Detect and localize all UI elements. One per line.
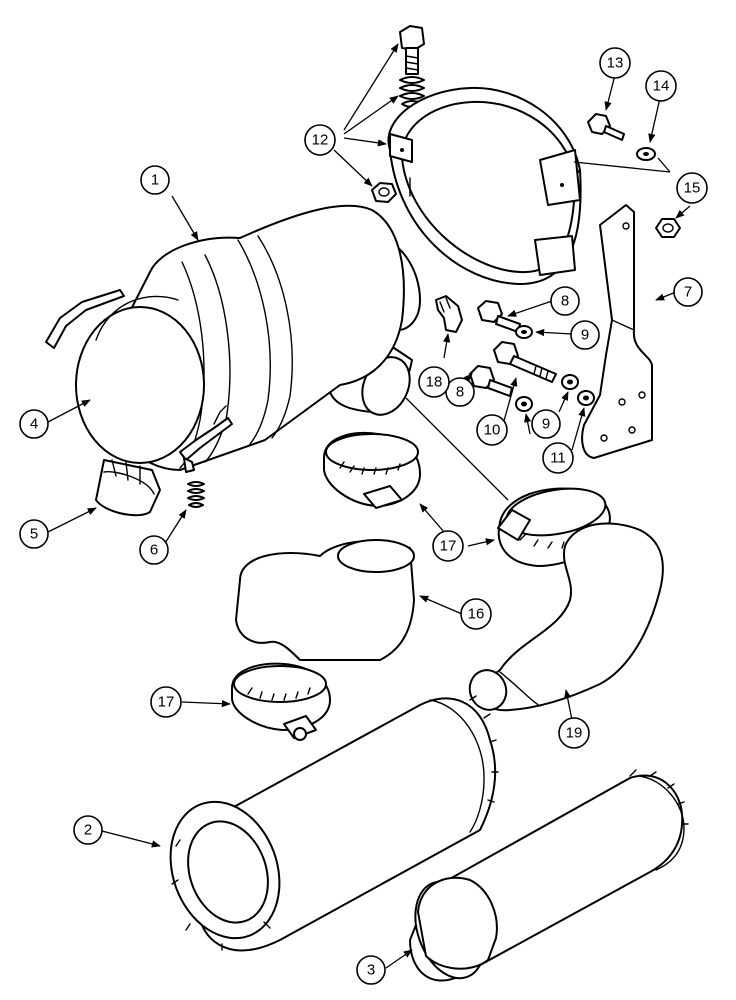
callout-10: 10: [476, 414, 508, 446]
callout-6: 6: [139, 535, 169, 565]
svg-text:8: 8: [456, 384, 464, 401]
nut-part-12: [371, 182, 397, 203]
callout-19: 19: [558, 717, 590, 749]
callout-9-upper: 9: [570, 320, 600, 350]
svg-text:14: 14: [653, 78, 670, 95]
svg-text:18: 18: [426, 374, 443, 391]
svg-text:5: 5: [30, 526, 38, 543]
elbow-hose-part-16: [235, 539, 415, 661]
leader-lines: [47, 43, 691, 969]
callout-5: 5: [19, 519, 49, 549]
callout-8-lower: 8: [445, 377, 475, 407]
spring-part-6: [187, 481, 205, 508]
svg-text:17: 17: [158, 694, 175, 711]
inner-filter-part-3: [409, 769, 689, 982]
svg-text:9: 9: [542, 416, 550, 433]
svg-text:16: 16: [468, 606, 485, 623]
bolt-part-8-upper: [477, 300, 521, 333]
air-cleaner-housing-part-1: [45, 204, 421, 473]
svg-text:2: 2: [84, 822, 92, 839]
screw-part-13: [587, 113, 625, 141]
bolt-part-12: [399, 25, 425, 75]
svg-text:17: 17: [440, 538, 457, 555]
callout-3: 3: [356, 955, 386, 985]
callout-12: 12: [304, 124, 336, 156]
washers-part-9: [515, 325, 579, 412]
callout-13: 13: [599, 47, 631, 79]
washer-part-11: [577, 390, 595, 406]
callout-9-lower: 9: [531, 409, 561, 439]
svg-text:12: 12: [312, 132, 329, 149]
curved-hose-part-19: [468, 522, 664, 712]
svg-text:19: 19: [566, 725, 583, 742]
callout-16: 16: [460, 598, 492, 630]
callout-labels: 1 2 3 4 5 6 7 8 8 9 9 10 11 12 13 14 15 …: [19, 47, 708, 985]
callout-7: 7: [673, 277, 703, 307]
svg-text:1: 1: [151, 172, 159, 189]
bolt-part-8-lower: [469, 365, 513, 397]
hose-clamp-part-17-lower: [231, 662, 331, 741]
callout-15: 15: [676, 172, 708, 204]
callout-17-upper: 17: [432, 530, 464, 562]
dust-valve-part-5: [95, 459, 161, 517]
outer-filter-part-2: [169, 695, 499, 952]
svg-text:7: 7: [684, 284, 692, 301]
svg-text:10: 10: [484, 422, 501, 439]
washer-part-14: [636, 147, 656, 161]
callout-8-upper: 8: [550, 286, 580, 316]
svg-text:13: 13: [607, 55, 624, 72]
mounting-band: [387, 86, 582, 286]
callout-14: 14: [645, 70, 677, 102]
svg-text:6: 6: [150, 542, 158, 559]
svg-text:9: 9: [581, 327, 589, 344]
bolt-part-10: [493, 341, 557, 383]
callout-4: 4: [19, 409, 49, 439]
svg-text:3: 3: [367, 962, 375, 979]
hose-clamp-part-17-upper: [323, 432, 421, 509]
svg-text:11: 11: [550, 450, 566, 467]
callout-17-lower: 17: [150, 686, 182, 718]
callout-2: 2: [73, 815, 103, 845]
svg-text:15: 15: [684, 180, 701, 197]
nut-part-15: [655, 218, 681, 238]
callout-11: 11: [542, 442, 574, 474]
callout-1: 1: [140, 165, 170, 195]
svg-text:8: 8: [561, 293, 569, 310]
callout-18: 18: [418, 366, 450, 398]
elbow-fitting-part-18: [435, 295, 463, 333]
svg-text:4: 4: [30, 416, 38, 433]
bracket-part-7: [581, 204, 653, 459]
